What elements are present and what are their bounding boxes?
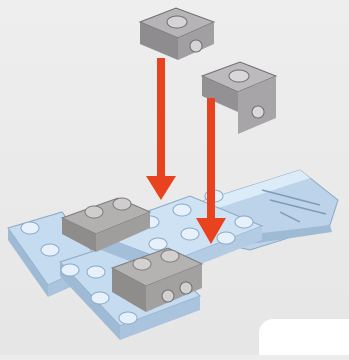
corner-patch (259, 319, 349, 355)
